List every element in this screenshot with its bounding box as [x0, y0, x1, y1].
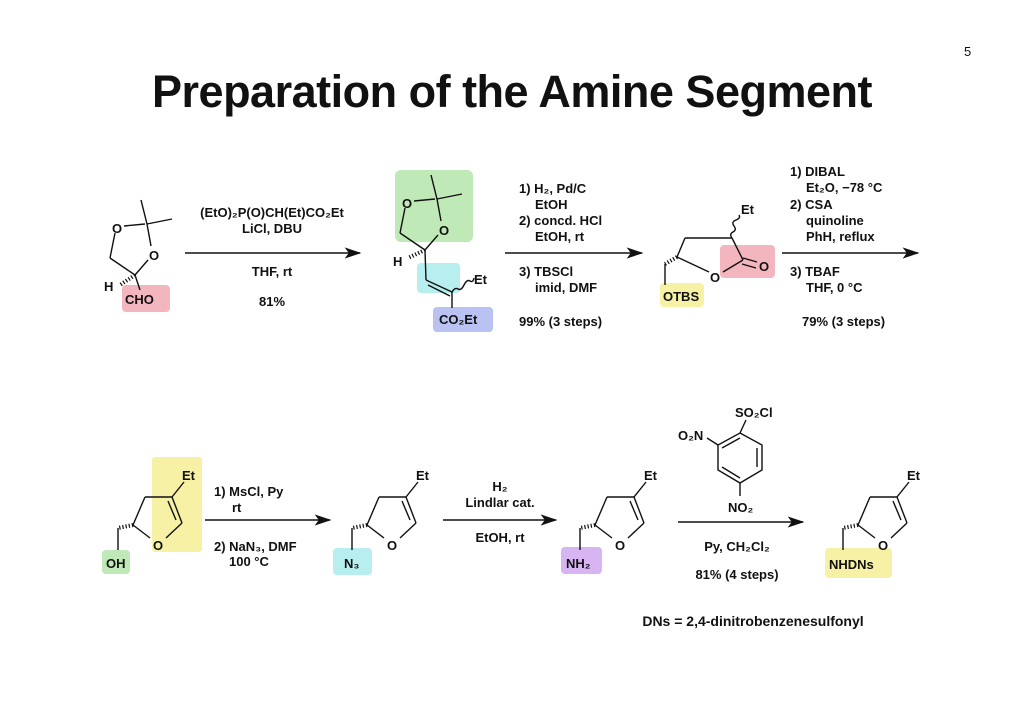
svg-text:H: H — [393, 254, 402, 269]
step5-condition: EtOH, rt — [475, 530, 525, 545]
reagent-dnscl: SO₂Cl O₂N NO₂ — [678, 405, 773, 515]
step3-reagent: THF, 0 °C — [806, 280, 863, 295]
compound-5-azide: O Et N₃ — [344, 468, 430, 571]
svg-text:O: O — [112, 221, 122, 236]
highlight-alkene — [417, 263, 460, 293]
step1-condition: THF, rt — [251, 264, 293, 279]
svg-text:O: O — [387, 538, 397, 553]
step1-reagent: (EtO)₂P(O)CH(Et)CO₂Et — [200, 205, 344, 220]
svg-text:N₃: N₃ — [344, 556, 359, 571]
step4-reagent: 100 °C — [229, 554, 269, 569]
step4-reagent: 2) NaN₃, DMF — [214, 539, 297, 554]
step2-reagent: 1) H₂, Pd/C — [519, 181, 587, 196]
svg-text:CHO: CHO — [125, 292, 154, 307]
svg-text:Et: Et — [474, 272, 488, 287]
svg-text:O: O — [153, 538, 163, 553]
highlight-azide — [333, 548, 372, 575]
step1-yield: 81% — [258, 294, 286, 309]
compound-1-aldehyde: O O H CHO — [104, 199, 173, 307]
compound-6-amine: O Et NH₂ — [566, 468, 658, 571]
svg-text:O: O — [149, 248, 159, 263]
page-number: 5 — [964, 44, 972, 59]
step3-yield: 79% (3 steps) — [802, 314, 886, 329]
step2-reagent: 3) TBSCl — [519, 264, 574, 279]
svg-text:OH: OH — [106, 556, 126, 571]
step3-reagent: quinoline — [806, 213, 864, 228]
svg-text:NH₂: NH₂ — [566, 556, 591, 571]
compound-7-sulfonamide: O Et NHDNs — [829, 468, 921, 572]
step4-reagent: 1) MsCl, Py — [214, 484, 284, 499]
svg-text:NO₂: NO₂ — [728, 500, 754, 515]
footnote: DNs = 2,4-dinitrobenzenesulfonyl — [642, 613, 864, 629]
step5-reagent: Lindlar cat. — [465, 495, 535, 510]
svg-text:O: O — [439, 223, 449, 238]
svg-text:SO₂Cl: SO₂Cl — [735, 405, 773, 420]
highlight-otbs — [660, 283, 704, 307]
highlight-aldehyde — [122, 285, 170, 312]
step2-reagent: imid, DMF — [535, 280, 598, 295]
slide-title: Preparation of the Amine Segment — [152, 66, 872, 117]
step4-reagent: rt — [232, 500, 242, 515]
highlight-amine — [561, 547, 602, 574]
step5-reagent: H₂ — [492, 479, 508, 494]
step3-reagent: 2) CSA — [790, 197, 833, 212]
svg-text:O: O — [710, 270, 720, 285]
step2-yield: 99% (3 steps) — [519, 314, 603, 329]
svg-text:Et: Et — [907, 468, 921, 483]
svg-text:O: O — [878, 538, 888, 553]
highlight-lactone-carbonyl — [720, 245, 775, 278]
svg-text:O: O — [615, 538, 625, 553]
svg-text:Et: Et — [416, 468, 430, 483]
svg-text:NHDNs: NHDNs — [829, 557, 874, 572]
step6-condition: Py, CH₂Cl₂ — [704, 539, 770, 554]
svg-text:OTBS: OTBS — [663, 289, 699, 304]
svg-text:O₂N: O₂N — [678, 428, 703, 443]
highlight-alcohol — [102, 550, 130, 574]
highlight-enol-ether — [152, 457, 202, 552]
step3-reagent: 3) TBAF — [790, 264, 840, 279]
svg-text:Et: Et — [741, 202, 755, 217]
step2-reagent: 2) concd. HCl — [519, 213, 603, 228]
step1-reagent: LiCl, DBU — [242, 221, 302, 236]
step3-reagent: PhH, reflux — [806, 229, 875, 244]
svg-text:H: H — [104, 279, 113, 294]
compound-2-enoate: O O H Et CO₂Et — [393, 174, 488, 327]
step3-reagent: Et₂O, −78 °C — [806, 180, 883, 195]
svg-text:O: O — [759, 259, 769, 274]
svg-text:Et: Et — [644, 468, 658, 483]
compound-3-lactone: Et O O OTBS — [663, 202, 769, 304]
highlight-ester — [433, 307, 493, 332]
highlight-nhdns — [825, 548, 892, 578]
step3-reagent: 1) DIBAL — [790, 164, 845, 179]
highlight-acetonide — [395, 170, 473, 242]
svg-text:Et: Et — [182, 468, 196, 483]
step2-reagent: EtOH — [535, 197, 568, 212]
step6-yield: 81% (4 steps) — [695, 567, 779, 582]
step2-reagent: EtOH, rt — [535, 229, 585, 244]
svg-text:CO₂Et: CO₂Et — [439, 312, 478, 327]
compound-4-alcohol: O Et OH — [106, 468, 196, 571]
svg-text:O: O — [402, 196, 412, 211]
